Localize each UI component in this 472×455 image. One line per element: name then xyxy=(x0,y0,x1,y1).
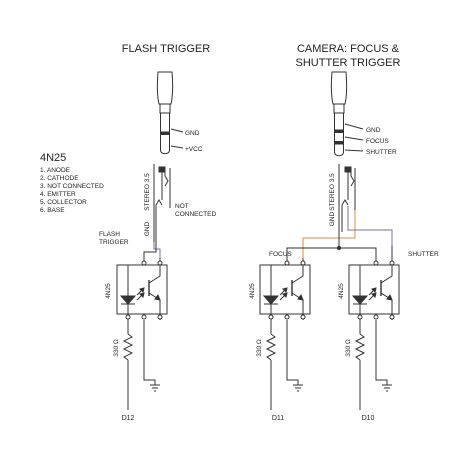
flash-gnd-label: GND xyxy=(144,221,151,236)
pinout-legend: 4N25 1. ANODE 2. CATHODE 3. NOT CONNECTE… xyxy=(40,152,104,214)
pinout-item: 2. CATHODE xyxy=(40,175,79,182)
camera-plug xyxy=(330,71,364,157)
flash-resistor xyxy=(122,320,134,410)
camera-gnd-wire-a xyxy=(286,230,340,258)
focus-resistor xyxy=(265,320,277,410)
flash-optocoupler xyxy=(116,258,168,320)
camera-plug-gnd-label: GND xyxy=(366,127,381,134)
flash-ground-symbol xyxy=(143,320,160,392)
shutter-ic-label: 4N25 xyxy=(338,283,345,299)
flash-nc-label-1: NOT xyxy=(175,203,189,210)
focus-ground-symbol xyxy=(286,320,303,392)
flash-resistor-label: 330 Ω xyxy=(113,339,120,357)
camera-gnd-label: GND xyxy=(329,211,336,226)
shutter-pin-label: D10 xyxy=(362,415,375,422)
camera-plug-shutter-label: SHUTTER xyxy=(366,149,397,156)
flash-gnd-wire xyxy=(143,242,157,258)
flash-plug xyxy=(156,71,184,155)
camera-title-line2: SHUTTER TRIGGER xyxy=(296,57,401,69)
shutter-label: SHUTTER xyxy=(408,251,439,258)
focus-optocoupler xyxy=(259,258,311,320)
pinout-title: 4N25 xyxy=(40,152,66,164)
shutter-wire xyxy=(347,206,393,246)
shutter-resistor xyxy=(354,320,366,410)
focus-pin-label: D11 xyxy=(272,415,284,422)
flash-plug-gnd-label: GND xyxy=(185,130,200,137)
flash-ic-label: 4N25 xyxy=(105,283,112,299)
flash-nc-label-2: CONNECTED xyxy=(175,211,216,218)
pinout-item: 6. BASE xyxy=(40,207,65,214)
shutter-resistor-label: 330 Ω xyxy=(345,339,352,357)
camera-jack xyxy=(338,164,356,232)
flash-jack xyxy=(153,164,171,242)
shutter-ground-symbol xyxy=(375,320,392,392)
shutter-optocoupler xyxy=(348,258,400,320)
flash-pin-label: D12 xyxy=(122,415,135,422)
focus-label: FOCUS xyxy=(269,251,292,258)
camera-title-line1: CAMERA: FOCUS & xyxy=(297,43,400,55)
pinout-item: 4. EMITTER xyxy=(40,191,76,198)
camera-gnd-wire-b xyxy=(339,247,377,258)
flash-trigger-label-1: FLASH xyxy=(99,231,120,238)
focus-ic-label: 4N25 xyxy=(249,283,256,299)
flash-jack-label: STEREO 3.5 xyxy=(144,173,151,211)
pinout-item: 1. ANODE xyxy=(40,167,71,174)
focus-resistor-label: 330 Ω xyxy=(256,339,263,357)
camera-plug-focus-label: FOCUS xyxy=(366,138,389,145)
camera-jack-label: STEREO 3.5 xyxy=(329,173,336,211)
pinout-item: 3. NOT CONNECTED xyxy=(40,183,104,190)
gnd-junction xyxy=(336,245,342,251)
flash-title: FLASH TRIGGER xyxy=(122,43,210,55)
flash-trigger-wire xyxy=(153,242,161,258)
flash-plug-vcc-label: +VCC xyxy=(185,146,203,153)
pinout-item: 5. COLLECTOR xyxy=(40,199,87,206)
flash-trigger-label-2: TRIGGER xyxy=(99,239,129,246)
